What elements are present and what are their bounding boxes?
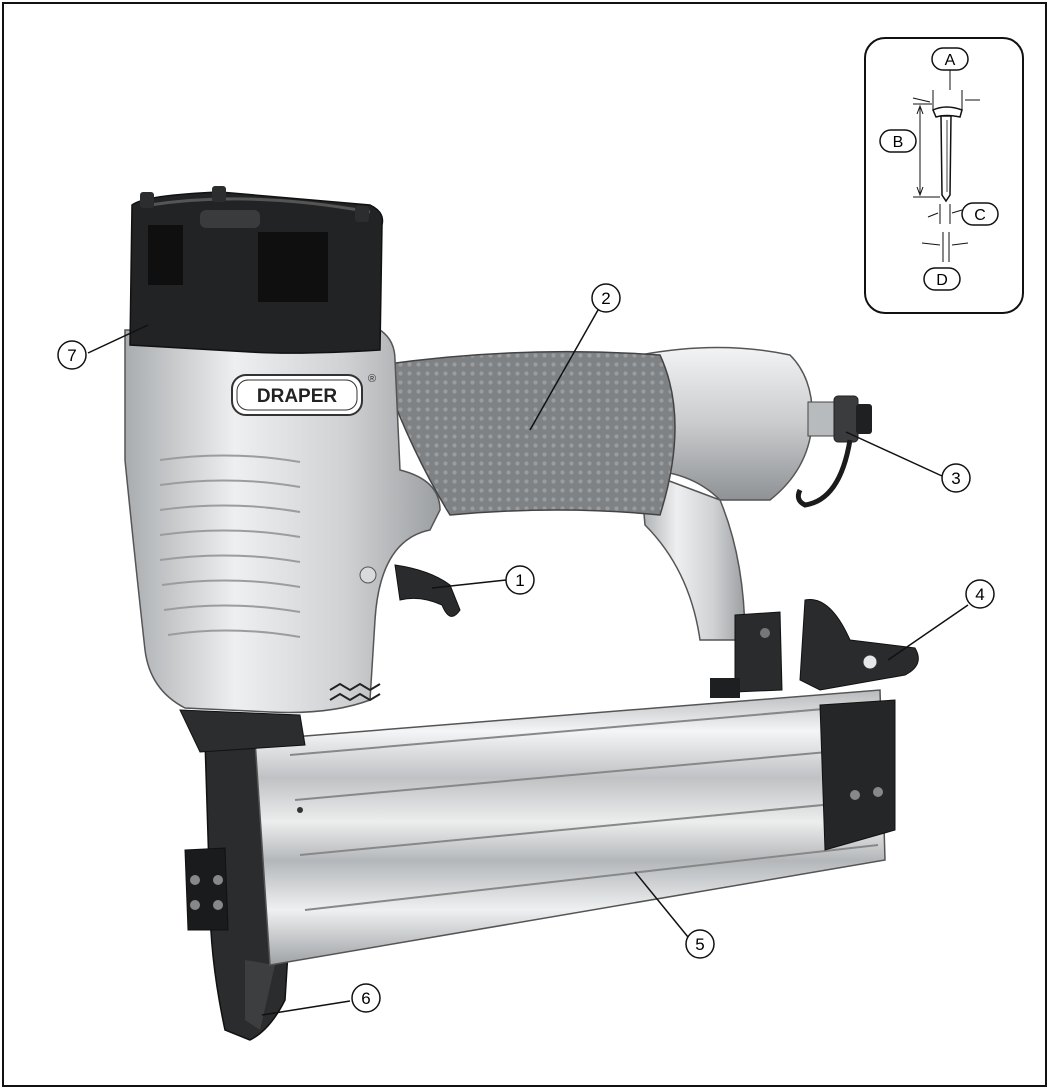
registered-mark: ® (368, 373, 376, 385)
svg-text:5: 5 (695, 935, 704, 954)
callout-1: 1 (505, 565, 535, 595)
inset-label-b: B (879, 129, 917, 153)
svg-text:1: 1 (515, 571, 524, 590)
safety-spring (329, 682, 381, 702)
nail-dimension-inset: A B C D (864, 37, 1024, 314)
callouts (87, 309, 969, 1016)
svg-text:D: D (936, 272, 948, 289)
nail-icon (932, 106, 963, 203)
svg-text:3: 3 (951, 469, 960, 488)
callout-circle-icon (591, 283, 621, 313)
callout-circle-icon (965, 579, 995, 609)
svg-text:A: A (945, 52, 956, 69)
callout-circle-icon (941, 463, 971, 493)
brand-logo-text: DRAPER (257, 386, 338, 407)
callout-circle-icon (57, 340, 87, 370)
callout-2: 2 (591, 283, 621, 313)
dimension-lines (912, 70, 980, 262)
inset-label-a: A (931, 47, 969, 71)
body-fins (159, 454, 301, 638)
svg-text:C: C (974, 207, 986, 224)
svg-text:7: 7 (67, 346, 76, 365)
callout-3: 3 (941, 463, 971, 493)
svg-text:B: B (893, 134, 904, 151)
brand-logo: DRAPER ® (231, 373, 376, 416)
callout-circle-icon (505, 565, 535, 595)
callout-6: 6 (351, 983, 381, 1013)
svg-text:6: 6 (361, 989, 370, 1008)
svg-text:4: 4 (975, 585, 984, 604)
magazine-latch (710, 599, 919, 698)
callout-circle-icon (351, 983, 381, 1013)
inset-label-c: C (961, 202, 999, 226)
callout-4: 4 (965, 579, 995, 609)
callout-circle-icon (685, 929, 715, 959)
trigger (359, 564, 461, 617)
nose-mount (179, 709, 306, 753)
rubber-grip (378, 350, 676, 516)
magazine (254, 689, 896, 966)
callout-7: 7 (57, 340, 87, 370)
top-cap (129, 186, 384, 354)
air-inlet-fitting (795, 395, 872, 508)
inset-label-d: D (923, 267, 961, 291)
callout-5: 5 (685, 929, 715, 959)
svg-text:2: 2 (601, 289, 610, 308)
nail-gun-illustration: DRAPER ® (124, 186, 919, 1041)
main-body (124, 329, 441, 714)
